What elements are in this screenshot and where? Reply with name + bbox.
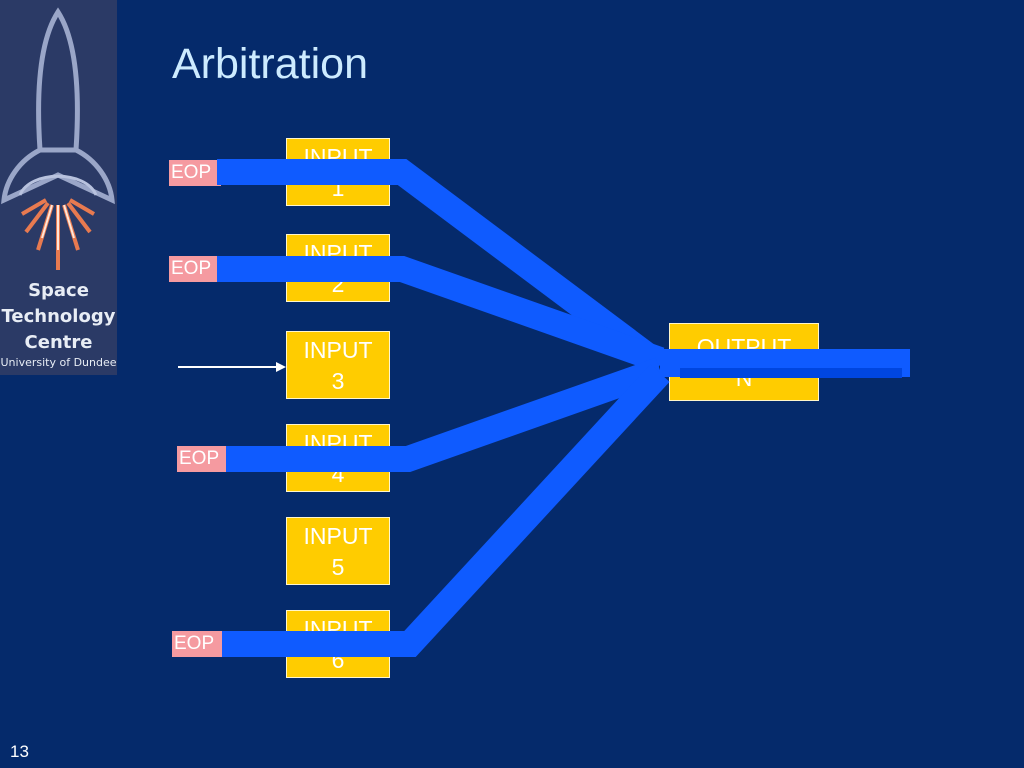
path-input-2 — [217, 256, 665, 373]
arrow-head-icon — [276, 362, 286, 372]
logo-text-centre: Centre — [24, 332, 93, 353]
input-box-label: INPUT — [303, 523, 373, 549]
logo-panel: Space Technology Centre University of Du… — [0, 0, 117, 375]
logo-text-technology: Technology — [1, 306, 116, 327]
path-output-shadow — [680, 368, 902, 378]
input-box-3: INPUT 3 — [286, 331, 390, 399]
eop-marker-4: EOP — [177, 446, 229, 472]
logo-text-space: Space — [28, 280, 89, 301]
logo-text-university: University of Dundee — [0, 356, 117, 369]
path-input-1 — [217, 159, 668, 376]
eop-marker-2: EOP — [169, 256, 221, 282]
path-input-4 — [226, 357, 665, 472]
input-box-label: INPUT — [303, 337, 373, 363]
input-box-5: INPUT 5 — [286, 517, 390, 585]
eop-marker-1: EOP — [169, 160, 221, 186]
eop-marker-6: EOP — [172, 631, 224, 657]
path-input-6 — [222, 364, 670, 657]
input-box-number: 5 — [331, 554, 345, 580]
slide-title: Arbitration — [172, 40, 368, 88]
input-box-number: 3 — [331, 368, 345, 394]
page-number: 13 — [10, 742, 29, 761]
rocket-logo-icon — [1, 7, 115, 270]
